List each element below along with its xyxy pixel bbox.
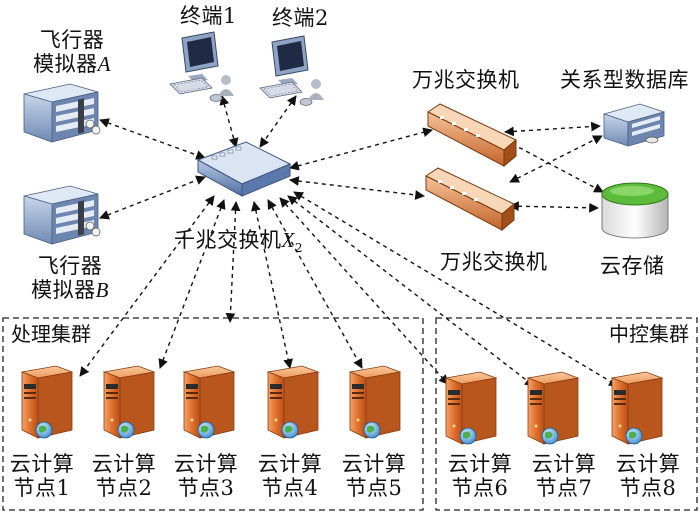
server-node-8-line1: 云计算 (615, 452, 681, 476)
server-node-5-line1: 云计算 (341, 452, 407, 476)
server-node-7-line2: 节点7 (535, 476, 593, 500)
server-node-3-line2: 节点3 (177, 476, 235, 500)
server-node-6-line1: 云计算 (447, 452, 513, 476)
simulator-a-line1: 飞行器 (39, 28, 105, 52)
server-node-4-icon (267, 365, 319, 439)
link-10g2-db (509, 135, 603, 183)
cloud-storage-cylinder-icon (601, 182, 669, 239)
link-10g1-storage (504, 139, 604, 193)
database-label: 关系型数据库 (560, 68, 689, 92)
simulator-b-line2: 模拟器B (31, 278, 109, 302)
terminal2-computer-icon (259, 35, 325, 106)
link-switch-node5 (267, 199, 363, 369)
link-switch-node4 (251, 201, 293, 369)
server-node-5-line2: 节点5 (345, 476, 403, 500)
simulator-b-line1: 飞行器 (37, 254, 103, 278)
server-node-8-label: 云计算 节点8 (606, 452, 690, 500)
tengig-switch-2-label: 万兆交换机 (440, 250, 548, 274)
server-node-4-label: 云计算 节点4 (248, 452, 332, 500)
server-node-3-label: 云计算 节点3 (164, 452, 248, 500)
connections (99, 95, 604, 220)
server-node-1-icon (21, 365, 73, 439)
server-node-6-icon (445, 371, 497, 445)
simulator-b-rack-icon (23, 185, 101, 245)
server-node-5-label: 云计算 节点5 (332, 452, 416, 500)
server-node-6-label: 云计算 节点6 (438, 452, 522, 500)
link-switch-10g2 (289, 176, 425, 200)
link-switch-node6 (279, 197, 449, 385)
server-node-7-icon (527, 371, 579, 445)
processing-cluster-label: 处理集群 (8, 323, 94, 345)
server-node-4-line1: 云计算 (257, 452, 323, 476)
simulator-a-label: 飞行器 模拟器A (22, 28, 122, 76)
server-node-4-line2: 节点4 (261, 476, 319, 500)
server-node-2-line2: 节点2 (95, 476, 153, 500)
link-simB-switch (99, 175, 206, 220)
link-simA-switch (99, 118, 206, 160)
server-node-2-line1: 云计算 (91, 452, 157, 476)
server-node-2-icon (103, 365, 155, 439)
server-node-5-icon (349, 365, 401, 439)
link-switch-node3 (225, 201, 241, 323)
terminal2-label: 终端2 (272, 6, 329, 30)
simulator-a-line2: 模拟器A (33, 52, 111, 76)
central-cluster-label: 中控集群 (606, 323, 692, 345)
server-node-3-line1: 云计算 (173, 452, 239, 476)
link-10g1-db (504, 121, 601, 137)
server-nodes (21, 365, 663, 445)
server-node-1-label: 云计算 节点1 (0, 452, 84, 500)
server-node-7-line1: 云计算 (531, 452, 597, 476)
link-10g2-storage (509, 201, 599, 213)
link-switch-node8 (293, 191, 619, 387)
server-node-8-icon (611, 371, 663, 445)
simulator-a-rack-icon (23, 83, 101, 143)
link-switch-node1 (79, 195, 215, 377)
simulator-b-label: 飞行器 模拟器B (18, 254, 122, 302)
link-switch-node2 (158, 199, 226, 369)
link-terminal2-switch (259, 95, 297, 148)
server-node-7-label: 云计算 节点7 (522, 452, 606, 500)
tengig-switch-1-label: 万兆交换机 (412, 68, 520, 92)
tengig-switch-1-icon (427, 103, 517, 168)
terminal1-label: 终端1 (180, 4, 237, 28)
server-node-1-line2: 节点1 (13, 476, 71, 500)
tengig-switch-2-icon (425, 167, 515, 232)
link-switch-10g1 (289, 127, 433, 171)
gigabit-switch-icon (196, 141, 292, 197)
link-terminal1-switch (219, 95, 239, 148)
server-node-1-line1: 云计算 (9, 452, 75, 476)
server-node-6-line2: 节点6 (451, 476, 509, 500)
cloud-storage-label: 云存储 (600, 254, 665, 278)
cluster-links (79, 191, 619, 387)
server-node-2-label: 云计算 节点2 (82, 452, 166, 500)
server-node-3-icon (183, 365, 235, 439)
database-server-icon (602, 103, 666, 147)
server-node-8-line2: 节点8 (619, 476, 677, 500)
gigabit-switch-label: 千兆交换机X2 (174, 228, 303, 256)
terminal1-computer-icon (169, 31, 235, 102)
